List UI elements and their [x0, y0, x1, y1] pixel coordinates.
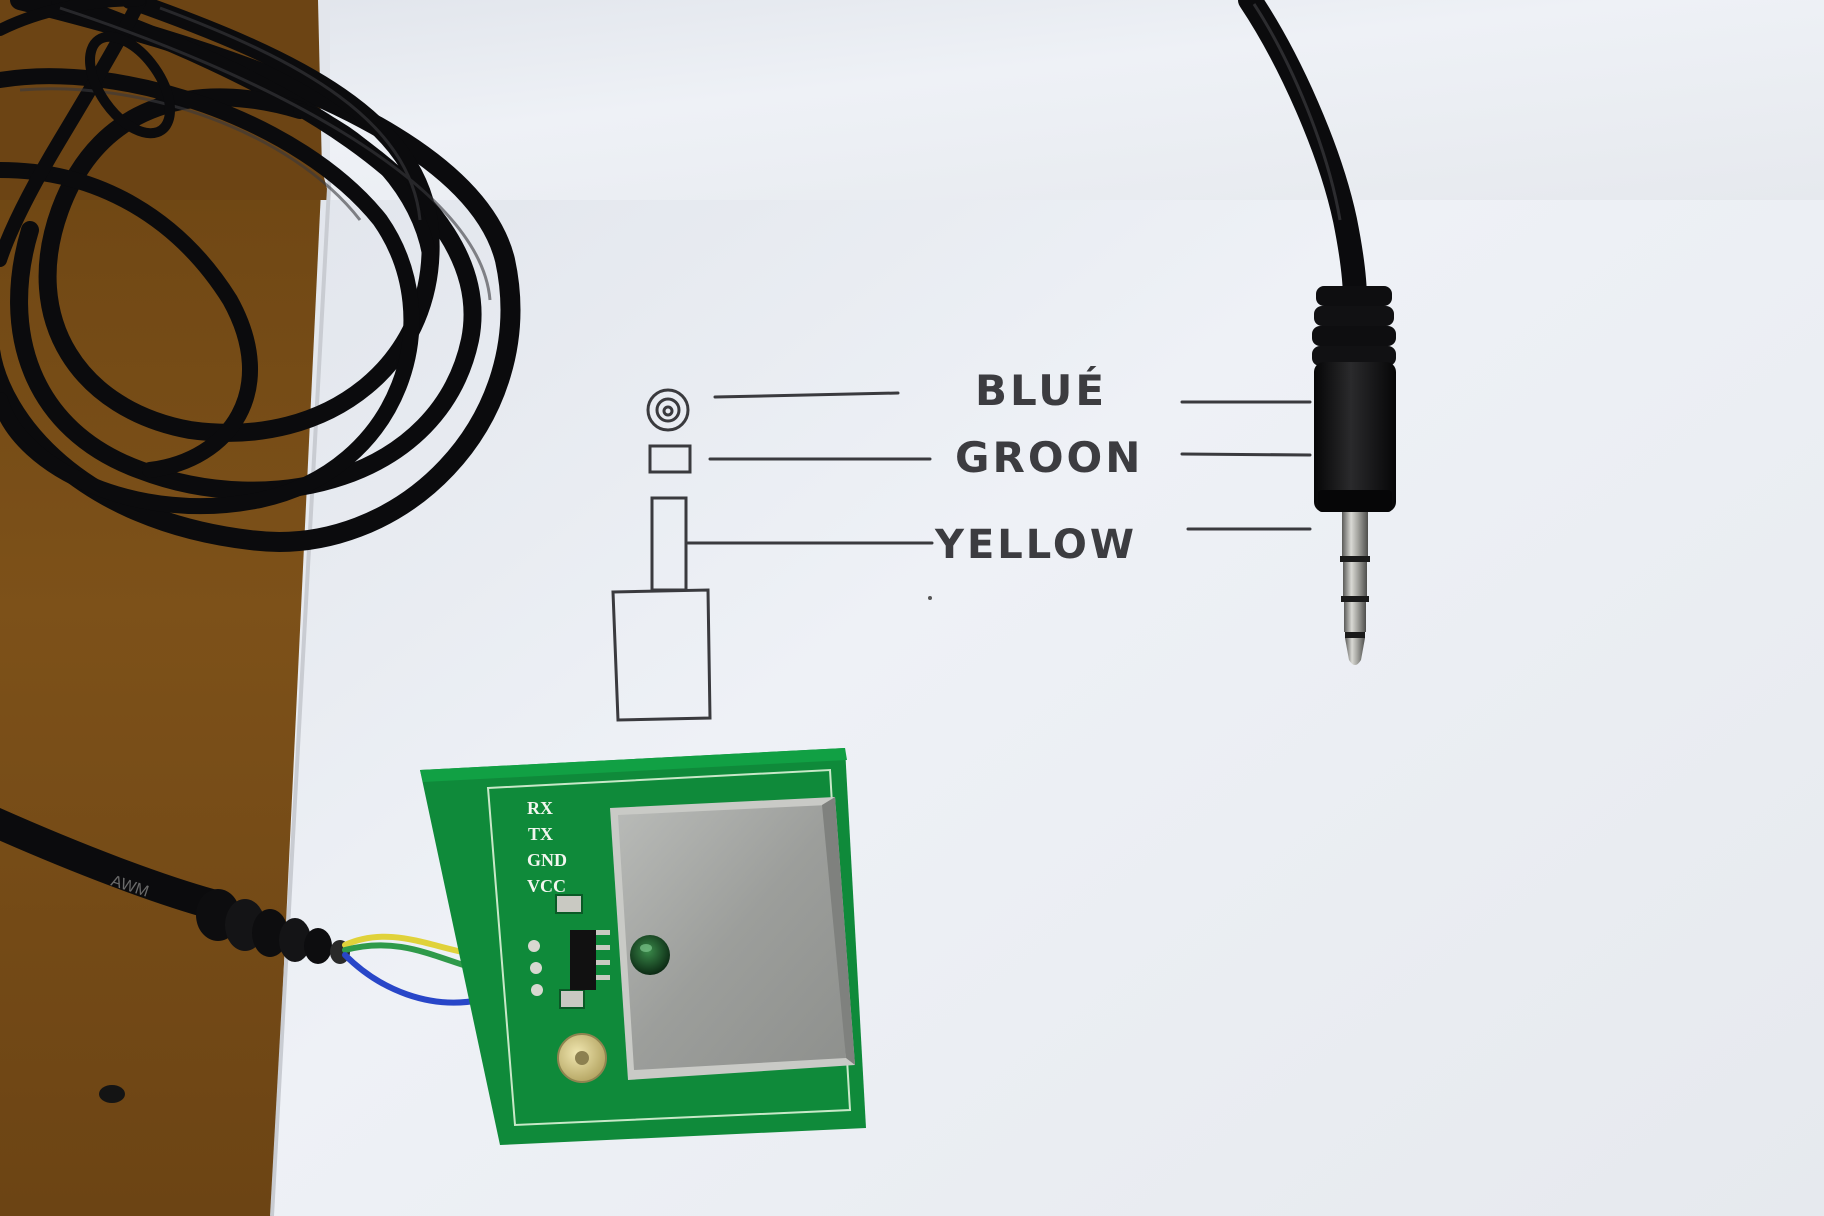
pin-label-tx: TX [528, 824, 553, 844]
sketch-label-green: GROON [955, 433, 1143, 482]
cable-strain-relief [196, 889, 350, 964]
pcb-cable [0, 808, 230, 920]
sketch-label-yellow: YELLOW [934, 522, 1137, 568]
audio-jack-plug [1312, 286, 1396, 665]
cable-tie [85, 31, 175, 139]
sketch-tip-circle [646, 388, 690, 432]
pin-label-vcc: VCC [527, 876, 566, 896]
sketch-label-blue: BLUÉ [975, 365, 1107, 415]
status-led [630, 935, 670, 975]
sketch-body [611, 588, 712, 722]
gps-module-pcb: RX TX GND VCC [420, 748, 866, 1145]
ink-spot [99, 1085, 125, 1103]
pin-label-rx: RX [527, 798, 553, 818]
pin-label-gnd: GND [527, 850, 567, 870]
hand-drawn-diagram [611, 388, 1312, 722]
pcb-outline [486, 768, 852, 1127]
sketch-ring [648, 444, 692, 474]
